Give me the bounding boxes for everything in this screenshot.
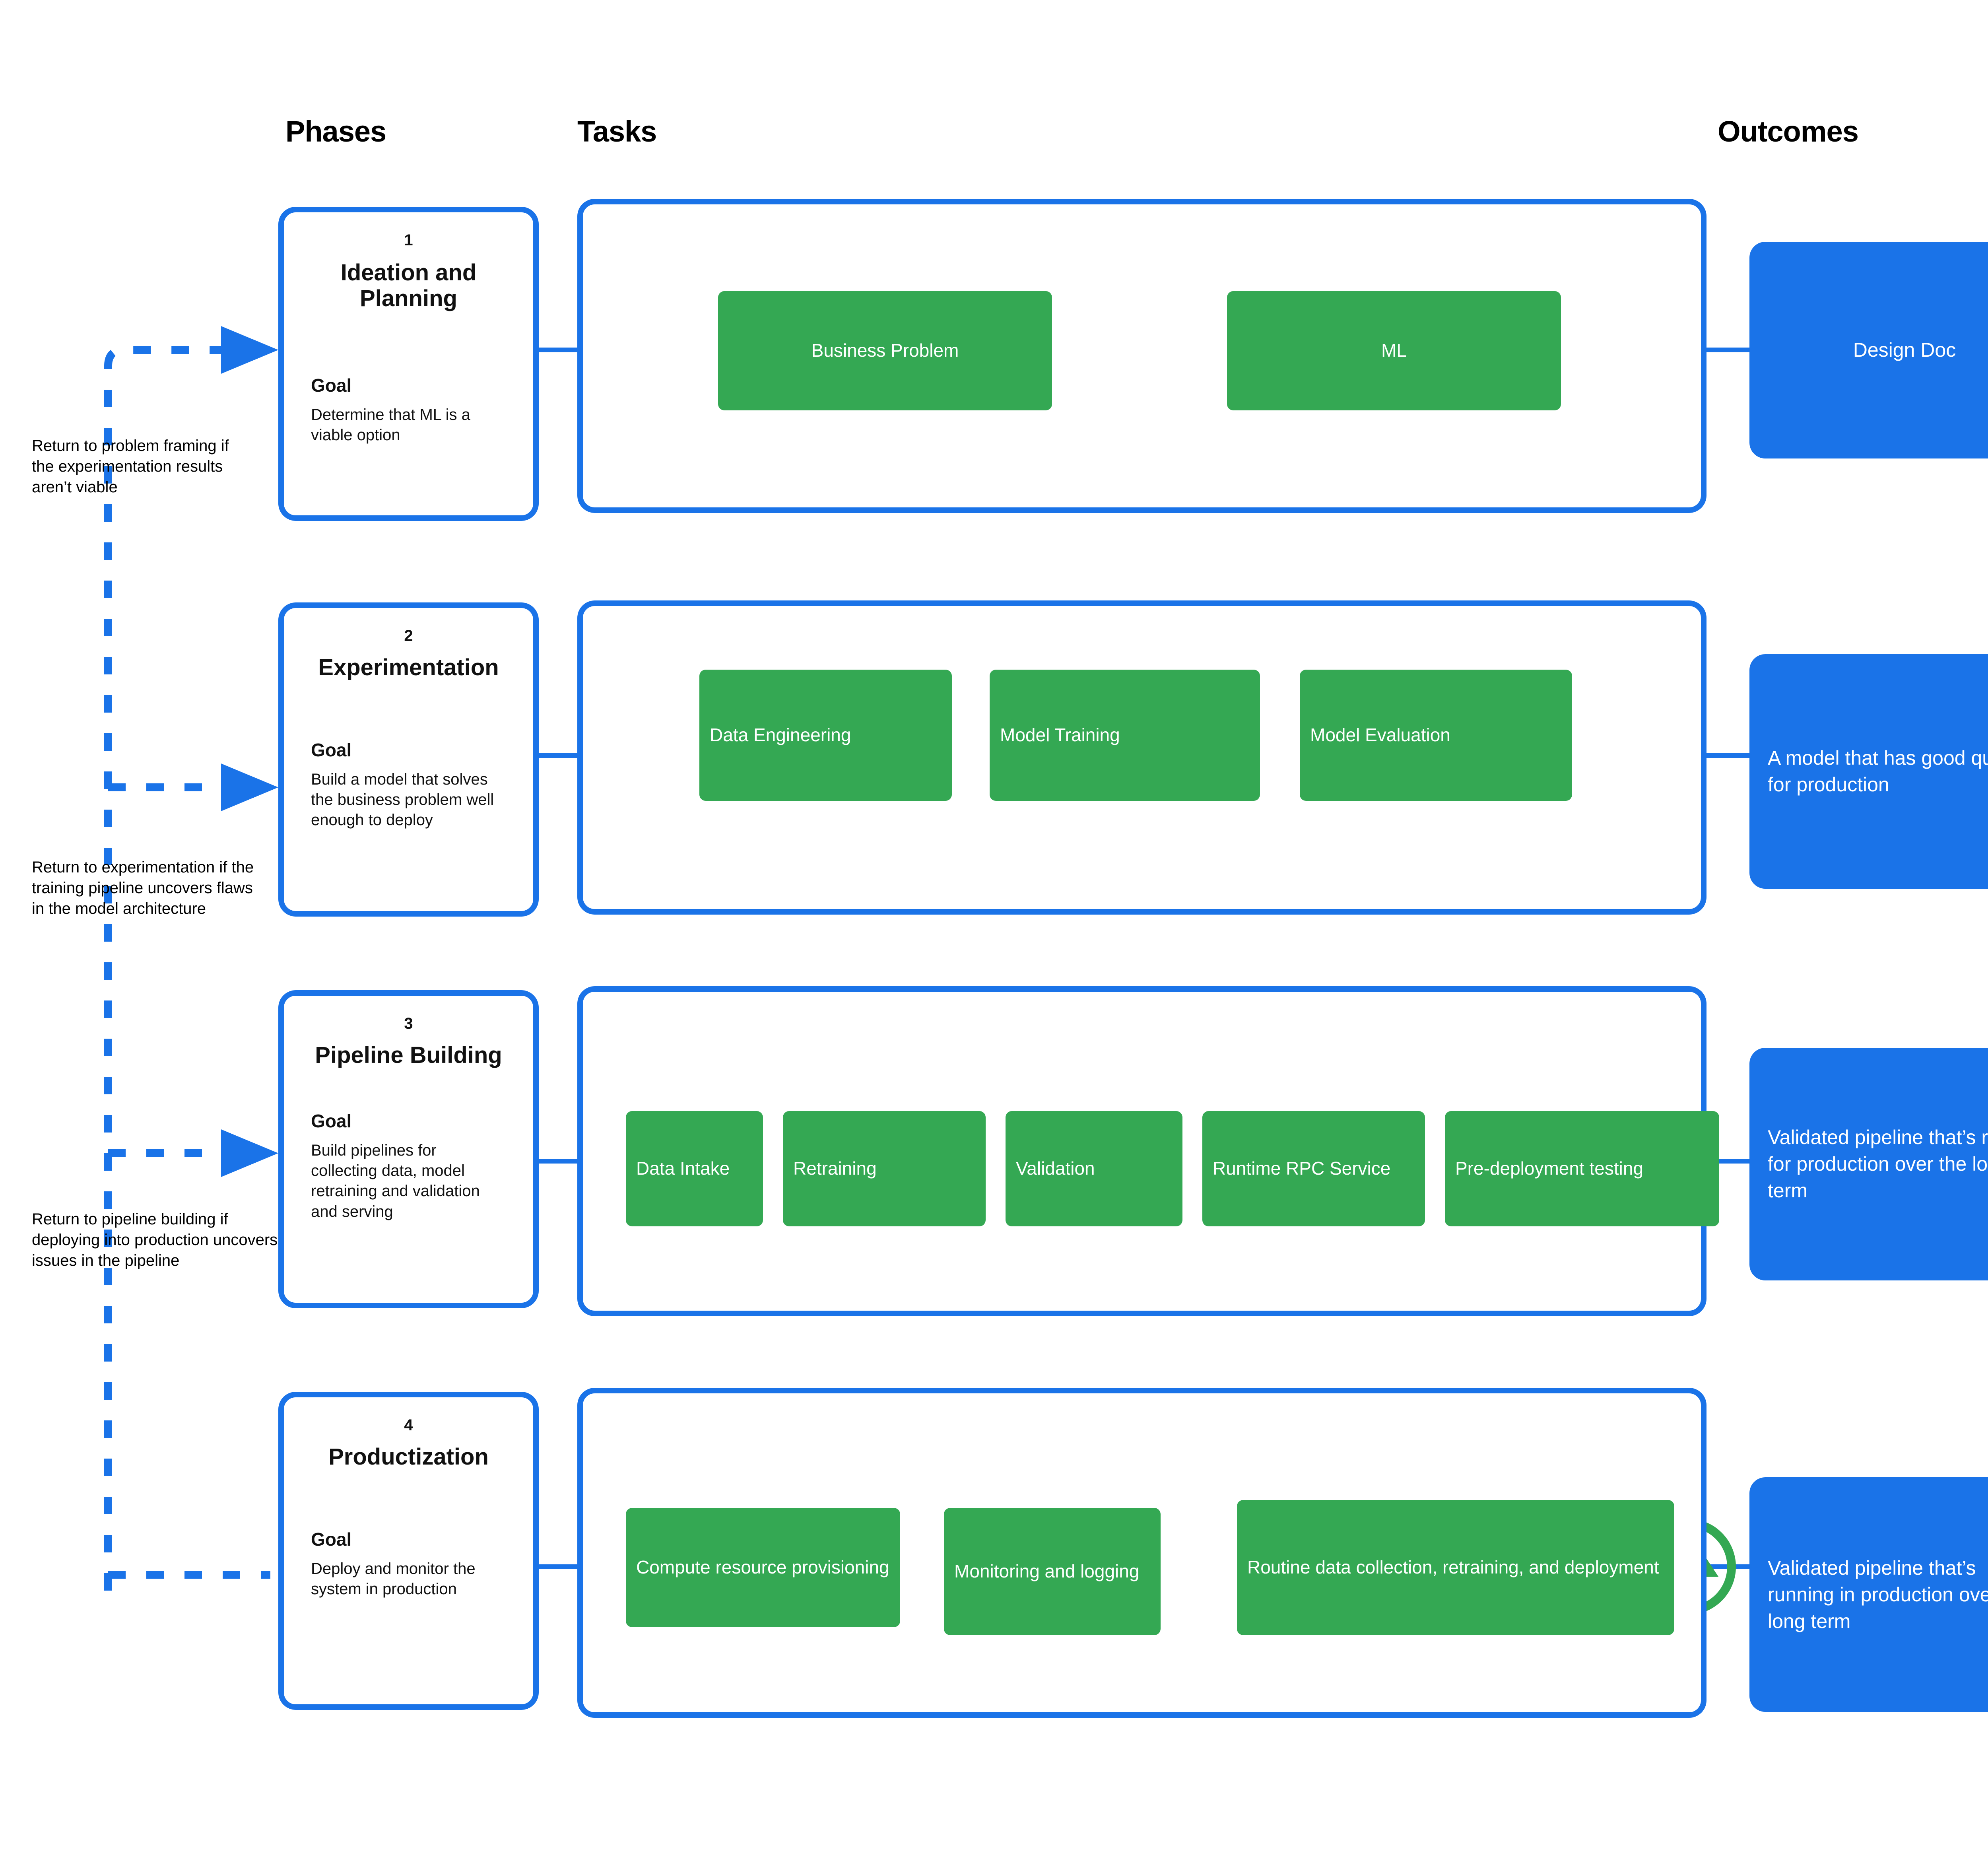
column-header-outcomes: Outcomes xyxy=(1718,115,1859,148)
task-label: Runtime RPC Service xyxy=(1213,1158,1391,1179)
outcome-label: A model that has good quality for produc… xyxy=(1768,747,1988,796)
task-box-pre-deployment-testing[interactable]: Pre-deployment testing xyxy=(1445,1111,1719,1226)
task-box-data-intake[interactable]: Data Intake xyxy=(626,1111,763,1226)
task-label: Pre-deployment testing xyxy=(1455,1158,1644,1179)
goal-label-1: Goal xyxy=(311,375,352,396)
outcome-box-3[interactable]: Validated pipeline that’s ready for prod… xyxy=(1749,1048,1988,1280)
goal-label-3: Goal xyxy=(311,1111,352,1131)
task-label: Model Training xyxy=(1000,725,1120,746)
task-box-model-evaluation[interactable]: Model Evaluation xyxy=(1300,670,1572,801)
tasks-card-2: Data Engineering Model Training Model Ev… xyxy=(577,600,1706,915)
outcome-box-1[interactable]: Design Doc xyxy=(1749,242,1988,458)
note-return-to-problem-framing: Return to problem framing if the experim… xyxy=(32,437,229,496)
phase-card-4[interactable]: 4 Productization Goal Deploy and monitor… xyxy=(278,1392,539,1710)
task-label: Compute resource provisioning xyxy=(636,1557,889,1578)
tasks-card-4: Compute resource provisioning Monitoring… xyxy=(577,1388,1706,1718)
tasks-card-1: Business Problem ML xyxy=(577,199,1706,513)
feedback-arrowhead-phase3 xyxy=(221,1129,278,1177)
tasks-card-3: Data Intake Retraining Validation Runtim… xyxy=(577,986,1719,1316)
phase-number-4: 4 xyxy=(404,1416,413,1434)
task-box-compute-resource-provisioning[interactable]: Compute resource provisioning xyxy=(626,1508,900,1627)
column-header-phases: Phases xyxy=(285,115,386,148)
task-box-model-training[interactable]: Model Training xyxy=(990,670,1260,801)
phase-title-2: Experimentation xyxy=(318,655,499,680)
column-header-tasks: Tasks xyxy=(577,115,657,148)
outcome-box-4[interactable]: Validated pipeline that’s running in pro… xyxy=(1749,1477,1988,1712)
task-box-runtime-rpc-service[interactable]: Runtime RPC Service xyxy=(1202,1111,1425,1226)
outcome-label: Validated pipeline that’s running in pro… xyxy=(1768,1556,1988,1632)
task-label: Data Intake xyxy=(636,1158,730,1179)
phase-title-1: Ideation and Planning xyxy=(340,260,477,311)
task-box-retraining[interactable]: Retraining xyxy=(783,1111,986,1226)
task-label: Routine data collection, retraining, and… xyxy=(1247,1557,1659,1578)
outcome-box-2[interactable]: A model that has good quality for produc… xyxy=(1749,654,1988,889)
goal-text-4: Deploy and monitor the system in product… xyxy=(311,1560,476,1598)
task-label: ML xyxy=(1381,340,1407,361)
task-label: Model Evaluation xyxy=(1310,725,1450,746)
task-label: Data Engineering xyxy=(710,725,851,746)
phase-card-3[interactable]: 3 Pipeline Building Goal Build pipelines… xyxy=(278,990,539,1308)
task-box-validation[interactable]: Validation xyxy=(1006,1111,1182,1226)
task-box-routine-data-collection[interactable]: Routine data collection, retraining, and… xyxy=(1237,1500,1674,1635)
phase-number-2: 2 xyxy=(404,627,413,645)
goal-label-4: Goal xyxy=(311,1529,352,1550)
task-label: Retraining xyxy=(793,1158,877,1179)
phase-title-3: Pipeline Building xyxy=(315,1042,502,1068)
outcome-label: Validated pipeline that’s ready for prod… xyxy=(1768,1126,1988,1202)
task-box-ml[interactable]: ML xyxy=(1227,291,1561,410)
phase-number-1: 1 xyxy=(404,231,413,249)
phase-to-task-links xyxy=(539,348,577,1569)
phase-number-3: 3 xyxy=(404,1015,413,1032)
task-to-outcome-links xyxy=(1706,348,1749,1569)
phase-card-2[interactable]: 2 Experimentation Goal Build a model tha… xyxy=(278,602,539,917)
note-return-to-pipeline-building: Return to pipeline building if deploying… xyxy=(32,1210,278,1269)
goal-text-2: Build a model that solves the business p… xyxy=(311,771,494,829)
outcome-label: Design Doc xyxy=(1853,339,1956,361)
task-label: Validation xyxy=(1016,1158,1095,1179)
phase-title-4: Productization xyxy=(328,1444,489,1470)
task-box-monitoring-and-logging[interactable]: Monitoring and logging xyxy=(944,1508,1161,1635)
note-return-to-experimentation-pipeline: Return to experimentation if the trainin… xyxy=(32,859,254,917)
feedback-arrowhead-phase2 xyxy=(221,763,278,811)
goal-label-2: Goal xyxy=(311,740,352,760)
goal-text-3: Build pipelines for collecting data, mod… xyxy=(311,1142,480,1220)
task-box-business-problem[interactable]: Business Problem xyxy=(718,291,1052,410)
feedback-arrowhead-phase1 xyxy=(221,326,278,374)
task-box-data-engineering[interactable]: Data Engineering xyxy=(699,670,952,801)
phase-card-1[interactable]: 1 Ideation and Planning Goal Determine t… xyxy=(278,207,539,521)
feedback-path-main xyxy=(104,346,231,1591)
goal-text-1: Determine that ML is a viable option xyxy=(311,406,470,444)
task-label: Business Problem xyxy=(811,340,959,361)
task-label: Monitoring and logging xyxy=(954,1561,1140,1582)
